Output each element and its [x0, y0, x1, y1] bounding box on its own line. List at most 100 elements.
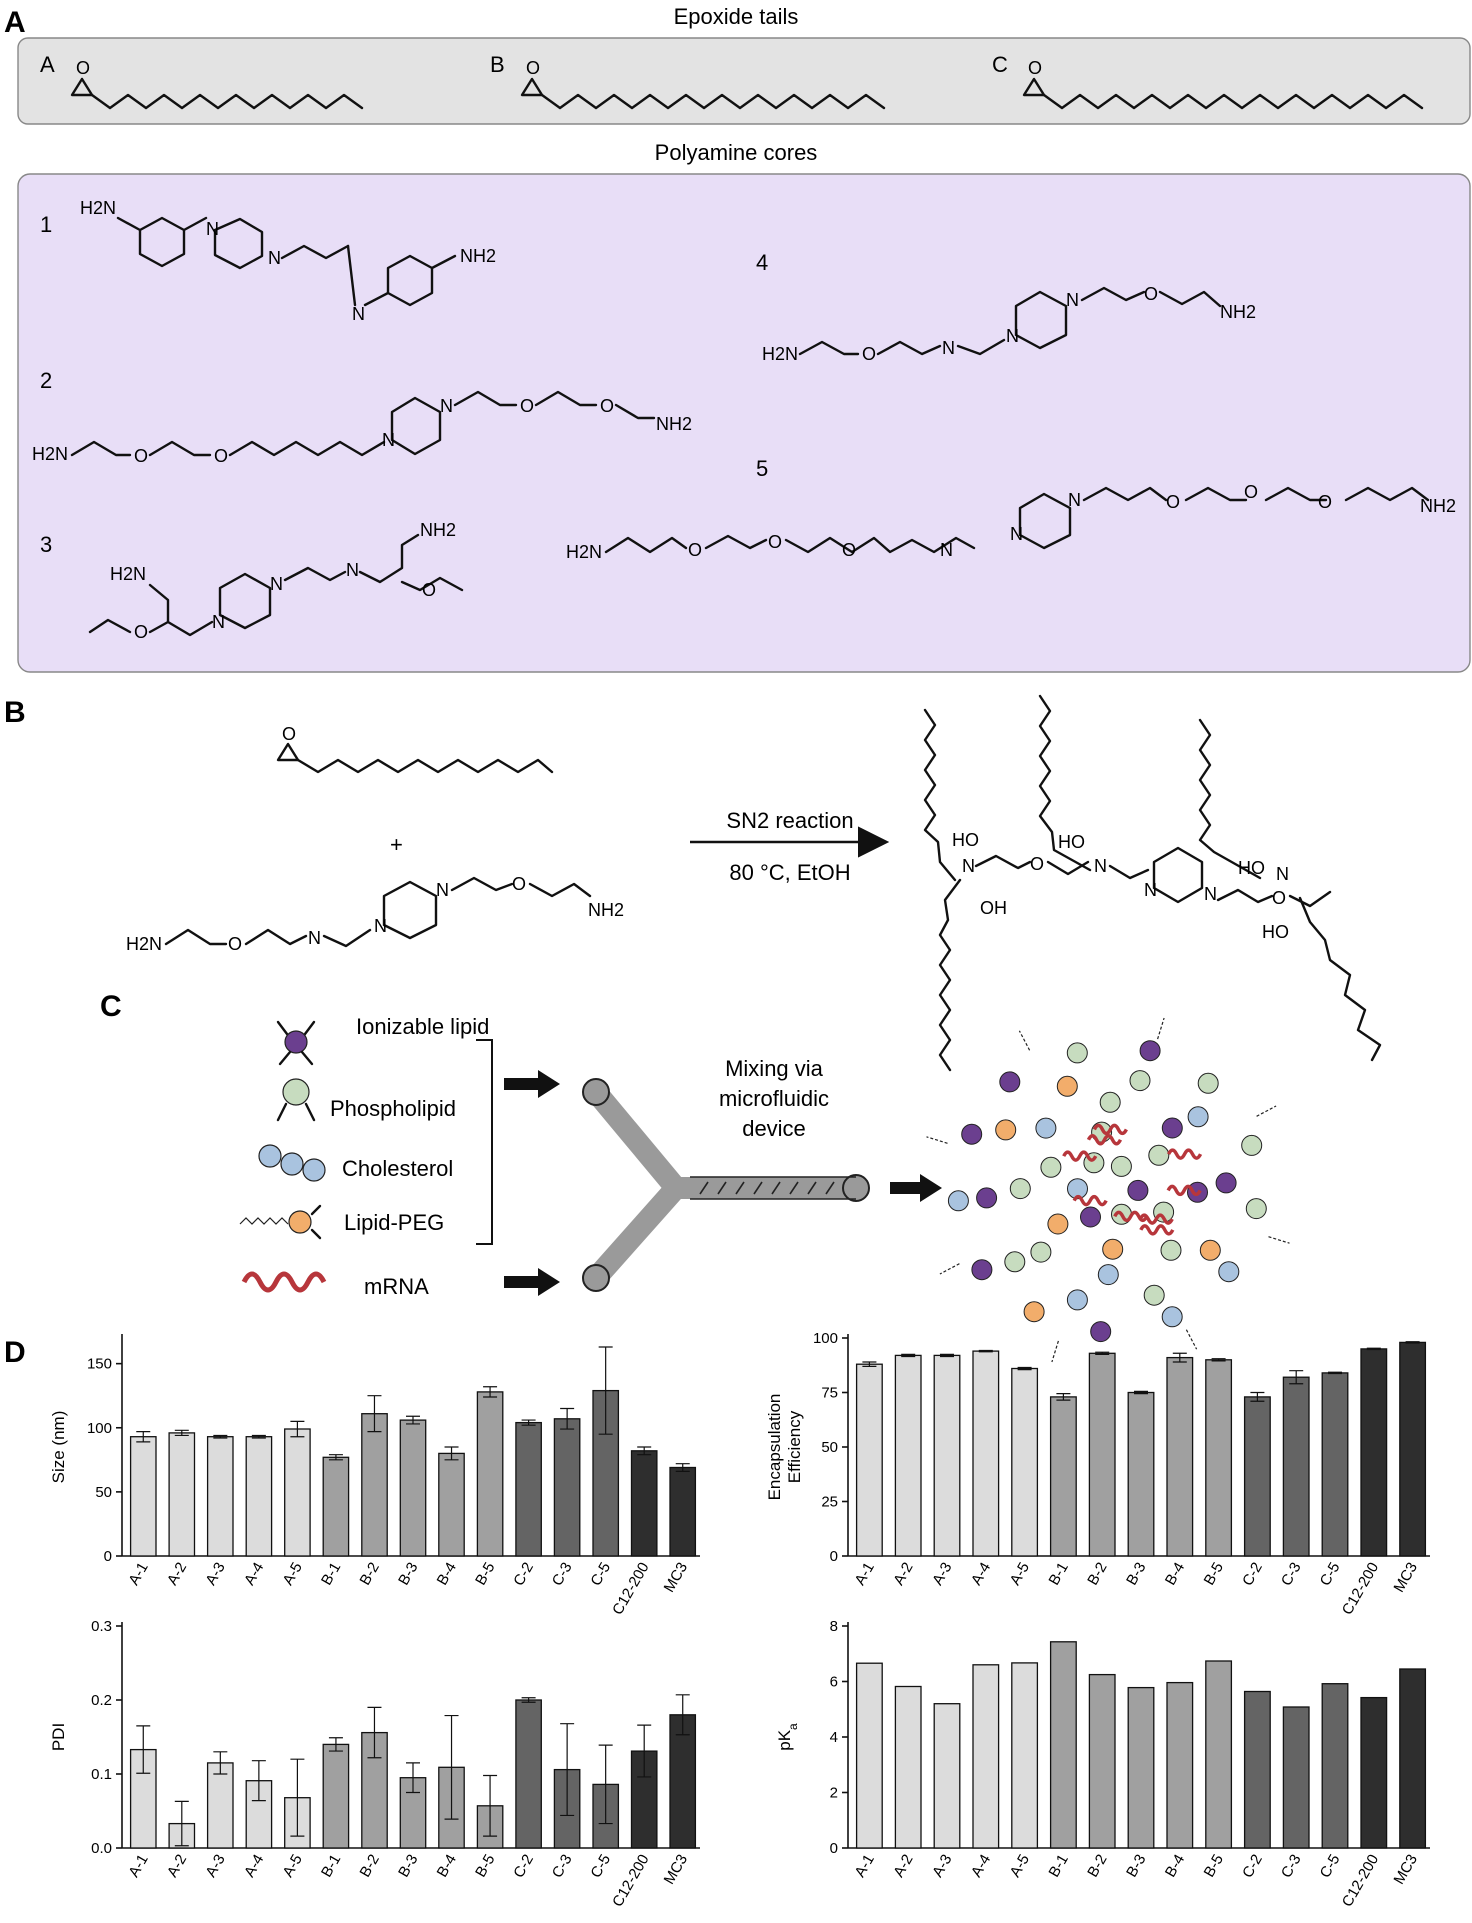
- error-bar: [213, 1434, 228, 1439]
- x-tick-label: A-2: [890, 1852, 916, 1881]
- device-inlet-top: [582, 1078, 610, 1106]
- x-tick-label: B-1: [318, 1560, 344, 1589]
- x-tick-label: A-2: [164, 1560, 190, 1589]
- bar-A-3: [206, 1436, 234, 1557]
- x-tick-label: MC3: [661, 1560, 692, 1596]
- amine-label: H2N: [32, 444, 68, 464]
- amine-label: H2N: [566, 542, 602, 562]
- core-label-5: 5: [756, 456, 768, 481]
- y-tick-label: 0: [104, 1548, 112, 1565]
- epoxide-tails-title: Epoxide tails: [674, 4, 799, 29]
- panel-letter-a: A: [4, 6, 26, 39]
- y-tick-label: 0.1: [91, 1766, 112, 1783]
- lnp-lipid-head: [1047, 1213, 1069, 1235]
- polyamine-core-3: 3 H2N O N N N O NH2: [40, 520, 464, 642]
- lnp-lipid-head: [1197, 1072, 1219, 1094]
- x-tick-label: B-1: [1045, 1852, 1071, 1881]
- y-axis-label: PDI: [49, 1723, 68, 1751]
- bar-B-5: [476, 1391, 504, 1557]
- piperazine-n: N: [1010, 524, 1023, 544]
- error-bar: [251, 1760, 266, 1802]
- tail-label-a: A: [40, 52, 55, 77]
- amine-label: NH2: [588, 900, 624, 920]
- piperazine-n: N: [1204, 884, 1217, 904]
- error-bar: [637, 1724, 652, 1778]
- epoxide-oxygen: O: [1028, 58, 1042, 78]
- core-label-1: 1: [40, 212, 52, 237]
- epoxide-tail-b: B O: [490, 52, 886, 110]
- hydroxyl-label: OH: [980, 898, 1007, 918]
- piperazine-n: N: [206, 219, 219, 239]
- ether-o: O: [134, 446, 148, 466]
- bar-A-2: [894, 1354, 922, 1557]
- lnp-lipid-head: [1102, 1238, 1124, 1260]
- error-bar: [862, 1361, 877, 1367]
- legend-label-mrna: mRNA: [364, 1274, 429, 1299]
- legend-ionizable-lipid: Ionizable lipid: [276, 1014, 489, 1066]
- y-tick-label: 0.3: [91, 1618, 112, 1635]
- error-bar: [328, 1454, 343, 1461]
- amine-n: N: [308, 928, 321, 948]
- error-bar: [444, 1714, 459, 1820]
- lnp-peg-chain: [1256, 1105, 1277, 1117]
- lnp-peg-chain: [1051, 1340, 1059, 1363]
- x-tick-label: B-2: [1084, 1560, 1110, 1589]
- x-tick-label: A-2: [164, 1852, 190, 1881]
- core-label-3: 3: [40, 532, 52, 557]
- bar-C12-200: [1360, 1696, 1388, 1849]
- lnp-lipid-head: [1097, 1264, 1119, 1286]
- epoxide-oxygen: O: [282, 724, 296, 744]
- x-tick-label: C-3: [1278, 1852, 1305, 1881]
- x-tick-label: B-3: [395, 1852, 421, 1881]
- input-arrow-bottom: [504, 1268, 560, 1296]
- lnp-lipid-head: [1160, 1239, 1182, 1261]
- amine-label: NH2: [460, 246, 496, 266]
- bar-A-5: [1011, 1367, 1039, 1557]
- x-tick-label: B-4: [1162, 1852, 1188, 1881]
- bar-C-5: [1321, 1372, 1349, 1557]
- error-bar: [637, 1446, 652, 1456]
- lnp-lipid-head: [1066, 1289, 1088, 1311]
- polyamine-core-5: 5 H2N O O O N N N O O O NH2: [566, 456, 1456, 562]
- lipid-nanoparticle: [926, 1017, 1290, 1363]
- x-tick-label: A-2: [890, 1560, 916, 1589]
- y-axis-label: EncapsulationEfficiency: [765, 1394, 804, 1501]
- panel-letter-b: B: [4, 696, 26, 729]
- ether-o: O: [1272, 888, 1286, 908]
- error-bar: [521, 1697, 536, 1703]
- x-tick-label: C-3: [549, 1560, 576, 1589]
- lnp-lipid-head: [1148, 1144, 1170, 1166]
- reaction-plus-sign: +: [390, 832, 403, 857]
- y-tick-label: 150: [87, 1356, 112, 1373]
- ether-o: O: [1144, 284, 1158, 304]
- bar-B-5: [1205, 1359, 1233, 1557]
- x-tick-label: MC3: [1391, 1852, 1422, 1888]
- x-tick-label: A-1: [851, 1852, 877, 1881]
- bar-C-3: [1282, 1376, 1310, 1557]
- lnp-mrna: [1062, 1150, 1098, 1162]
- lnp-mrna: [1138, 1213, 1174, 1225]
- amine-n: N: [346, 560, 359, 580]
- hydroxyl-label: HO: [1238, 858, 1265, 878]
- bar-B-3: [399, 1419, 427, 1557]
- error-bar: [901, 1353, 916, 1358]
- piperazine-n: N: [1006, 326, 1019, 346]
- lnp-lipid-head: [1099, 1091, 1121, 1113]
- bar-B-3: [1127, 1686, 1155, 1849]
- bar-B-4: [1166, 1681, 1194, 1849]
- bar-MC3: [669, 1466, 697, 1557]
- x-tick-label: A-4: [968, 1852, 994, 1881]
- bar-A-4: [972, 1664, 1000, 1849]
- amine-n: N: [352, 304, 365, 324]
- polyamine-cores-box: [17, 173, 1471, 673]
- x-tick-label: C-3: [549, 1852, 576, 1881]
- ether-o: O: [520, 396, 534, 416]
- bar-B-2: [1088, 1673, 1116, 1849]
- reactant-epoxide: O: [276, 724, 554, 774]
- amine-label: H2N: [110, 564, 146, 584]
- piperazine-n: N: [1066, 290, 1079, 310]
- bar-B-1: [1049, 1396, 1077, 1557]
- ether-o: O: [600, 396, 614, 416]
- error-bar: [675, 1694, 690, 1736]
- bar-C-5: [1321, 1683, 1349, 1849]
